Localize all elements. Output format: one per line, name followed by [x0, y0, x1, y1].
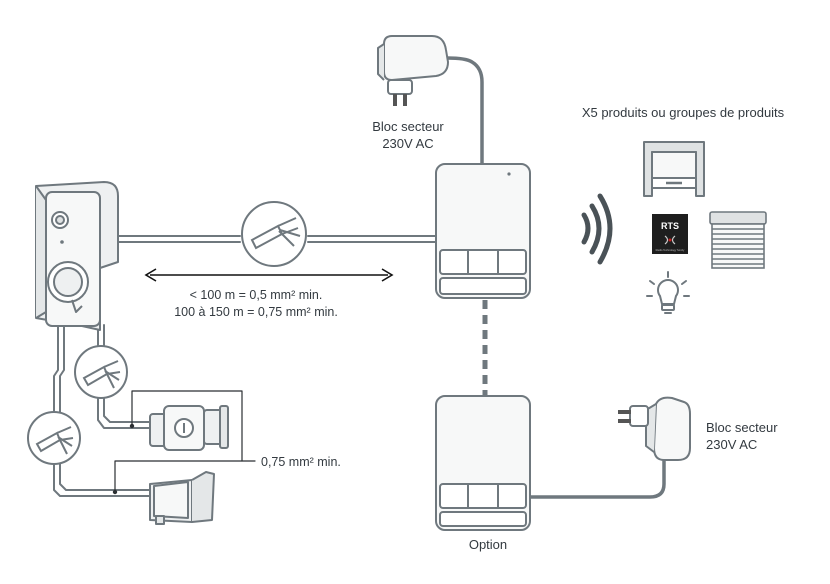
- cable-cross-section-icon: [27, 411, 81, 465]
- receiver-unit-icon: [435, 163, 531, 299]
- svg-text:RTS: RTS: [661, 221, 679, 231]
- cable-cross-section-icon: [74, 345, 128, 399]
- power-adapter-icon: [377, 35, 449, 106]
- distance-label-short: < 100 m = 0,5 mm² min.: [190, 288, 323, 302]
- svg-text:Radio Technology Somfy: Radio Technology Somfy: [656, 248, 685, 252]
- cables: [53, 56, 666, 499]
- adapter-top-label: Bloc secteur: [372, 119, 444, 134]
- small-cable-label: 0,75 mm² min.: [261, 455, 341, 469]
- adapter-right-cable: [526, 458, 666, 499]
- doorbell-camera-icon: [35, 181, 119, 331]
- garage-door-icon: [643, 141, 705, 197]
- light-bulb-icon: [646, 271, 690, 314]
- adapter-right-label: Bloc secteur: [706, 420, 778, 435]
- adapter-top-voltage: 230V AC: [382, 136, 433, 151]
- gate-motor-icon: [149, 471, 215, 525]
- distance-label-long: 100 à 150 m = 0,75 mm² min.: [174, 305, 338, 319]
- radio-waves-icon: [581, 193, 613, 265]
- rts-logo-icon: RTS Radio Technology Somfy: [652, 214, 688, 254]
- receiver-unit-icon: [435, 395, 531, 531]
- adapter-right-voltage: 230V AC: [706, 437, 757, 452]
- cable-cross-section-icon: [241, 201, 307, 267]
- leader-lines: [114, 390, 256, 493]
- adapter-top-cable: [445, 56, 484, 167]
- electric-lock-icon: [149, 405, 229, 451]
- distance-arrow: [144, 268, 394, 282]
- main-cable: [116, 235, 437, 243]
- power-adapter-icon: [618, 396, 691, 461]
- rolling-shutter-icon: [709, 211, 767, 269]
- products-title: X5 produits ou groupes de produits: [582, 105, 785, 120]
- option-label: Option: [469, 537, 507, 552]
